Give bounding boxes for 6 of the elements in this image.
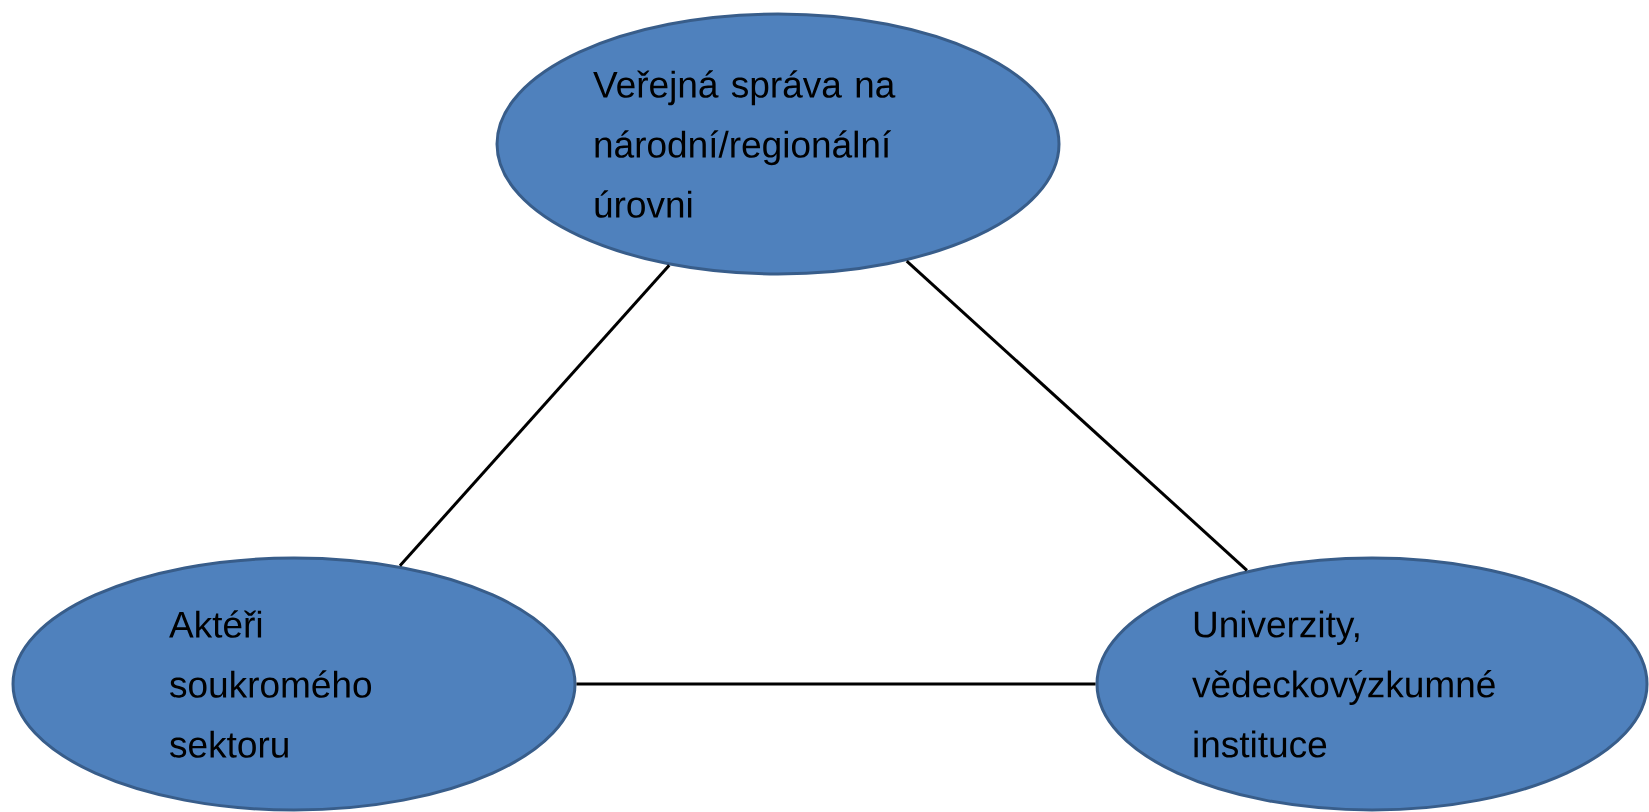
connector-line: [398, 264, 671, 567]
connector-line: [905, 259, 1248, 572]
ellipse-node: Univerzity, vědeckovýzkumné instituce: [1095, 556, 1649, 812]
connector-line: [576, 682, 1096, 686]
ellipse-node: Aktéři soukromého sektoru: [11, 556, 577, 812]
ellipse-node: Veřejná správa na národní/regionální úrovni: [495, 12, 1061, 276]
